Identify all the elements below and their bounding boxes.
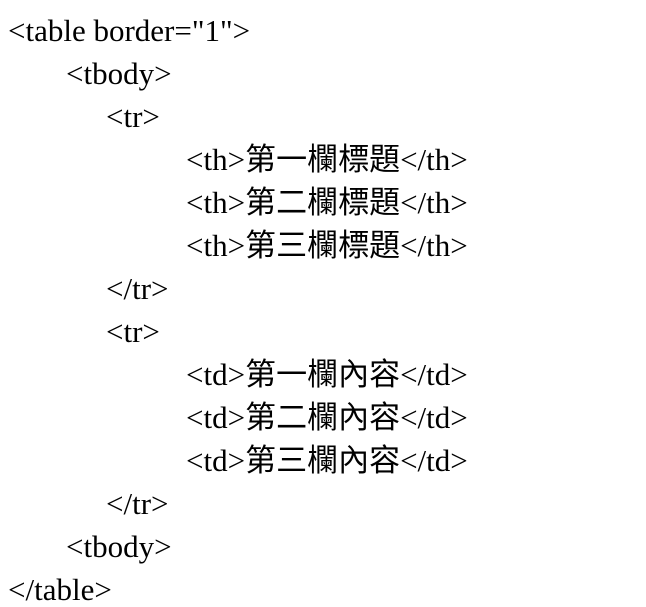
code-line: <tbody> (66, 56, 172, 91)
code-line: <table border="1"> (8, 13, 251, 48)
code-line: </tr> (106, 271, 169, 306)
code-line: <th>第三欄標題</th> (186, 228, 468, 263)
code-line: <th>第一欄標題</th> (186, 142, 468, 177)
code-line: </tr> (106, 486, 169, 521)
code-line: <tr> (106, 99, 160, 134)
code-line: <td>第二欄內容</td> (186, 400, 468, 435)
code-line: <td>第一欄內容</td> (186, 357, 468, 392)
code-line: <tr> (106, 314, 160, 349)
code-line: <tbody> (66, 529, 172, 564)
code-line: <th>第二欄標題</th> (186, 185, 468, 220)
code-line: <td>第三欄內容</td> (186, 443, 468, 478)
code-line: </table> (8, 572, 112, 607)
